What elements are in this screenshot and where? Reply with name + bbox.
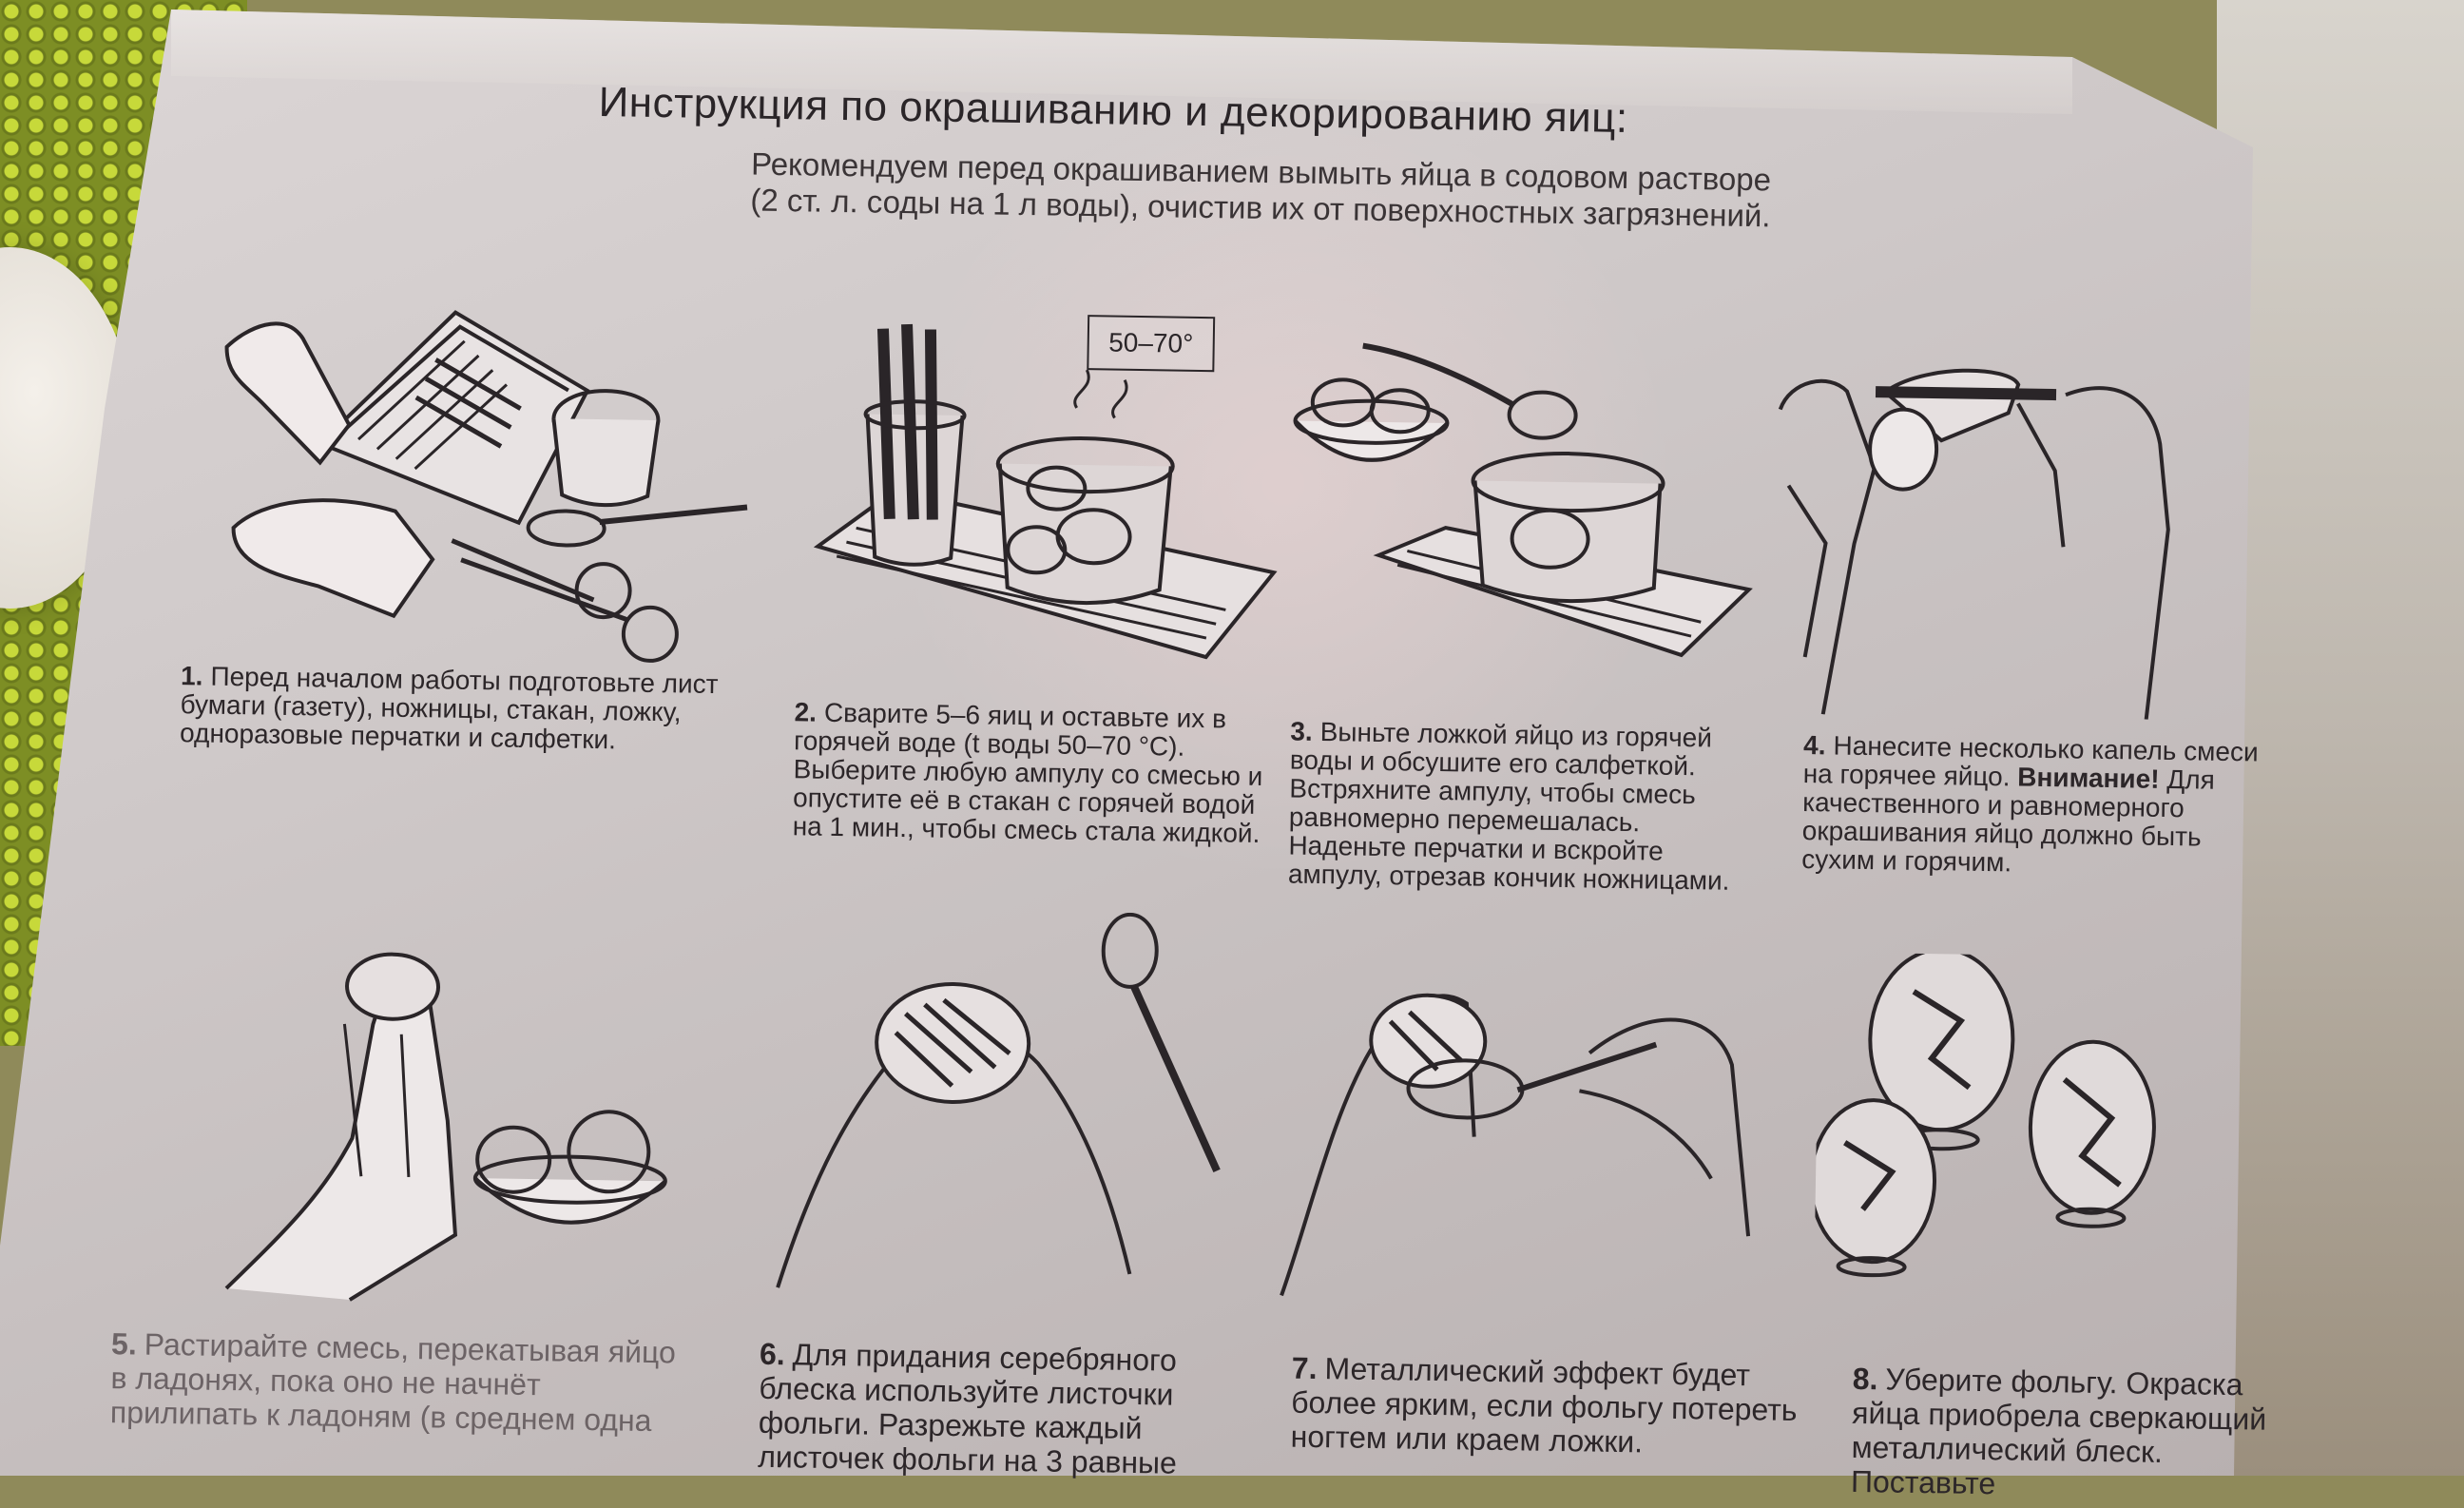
table-surface [2217,0,2464,1476]
step-6-text: Для придания серебряного блеска использу… [758,1337,1178,1480]
illustration-boiling [806,300,1287,687]
illustration-drying [1281,335,1761,675]
applying-drawing [1778,368,2170,720]
foil-drawing [776,912,1221,1288]
illustration-applying [1766,352,2190,720]
illustration-foil [768,907,1268,1305]
step-1: 1.Перед началом работы подго­товьте лист… [179,661,770,757]
finished-eggs-drawing [1809,947,2156,1278]
illustration-finished [1809,947,2247,1310]
step-8-text: Уберите фольгу. Окраска яйца приобрела с… [1850,1362,2267,1501]
step-3: 3.Выньте ложкой яйцо из горячей воды и о… [1287,716,1766,896]
step-4-number: 4. [1802,729,1826,761]
rubbing-drawing [1280,993,1751,1297]
step-4: 4.Нанесите несколько капель смеси на гор… [1801,729,2260,881]
instruction-title: Инструкция по окрашиванию и декорировани… [598,78,1629,142]
step-6: 6.Для придания серебряного блеска исполь… [758,1337,1273,1481]
temperature-label: 50–70° [1087,315,1216,373]
step-5-text: Растирайте смесь, перекатывая яйцо в лад… [109,1326,677,1439]
step-1-text: Перед началом работы подго­товьте лист б… [179,661,719,755]
step-8: 8.Уберите фольгу. Окраска яйца приобрела… [1851,1362,2309,1506]
step-5: 5.Растирайте смесь, перекатывая яйцо в л… [110,1326,683,1438]
step-7-text: Металлический эффект будет более ярким, … [1290,1351,1798,1460]
step-8-number: 8. [1852,1361,1878,1397]
step-6-number: 6. [759,1336,785,1372]
drying-drawing [1293,342,1753,658]
supplies-drawing [224,310,748,663]
rolling-drawing [224,952,667,1302]
illustration-rubbing [1272,943,1772,1312]
step-7-number: 7. [1291,1350,1318,1386]
step-2-number: 2. [794,697,818,727]
step-7: 7.Металлический эффект будет более ярким… [1290,1351,1824,1462]
step-4-warning-label: Внимание! [2017,762,2160,794]
illustration-supplies [202,271,760,679]
step-2: 2.Сварите 5–6 яиц и оставьте их в горяче… [792,697,1269,849]
illustration-rolling [206,946,706,1334]
boiling-drawing [813,323,1278,660]
step-5-number: 5. [110,1326,138,1362]
step-3-number: 3. [1290,716,1313,746]
step-2-text: Сварите 5–6 яиц и оставьте их в горячей … [792,697,1263,849]
instruction-subtitle: Рекомендуем перед окрашиванием вымыть яй… [633,145,1889,237]
step-3-text: Выньте ложкой яйцо из горячей воды и обс… [1287,716,1730,896]
step-1-number: 1. [180,661,203,691]
